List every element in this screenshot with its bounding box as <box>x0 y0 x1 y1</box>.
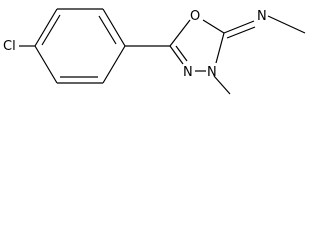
benzene-double-bond-2 <box>98 15 117 45</box>
molecular-structure: Cl O N N N <box>3 8 306 95</box>
bond-c2-n3 <box>215 32 225 64</box>
benzene-ring <box>34 8 126 84</box>
atom-label-ring-oxygen: O <box>190 9 200 24</box>
benzene-double-bond-1 <box>41 14 61 46</box>
bond-o1-c2 <box>202 19 225 34</box>
bond-n4-c5 <box>169 45 184 65</box>
benzene-bond-1 <box>34 8 58 47</box>
bond-c2-imine-n-double <box>226 26 256 39</box>
bond-n4-c5-double <box>175 45 188 62</box>
atom-label-imine-nitrogen: N <box>257 9 267 24</box>
bond-n3-methyl <box>213 75 231 95</box>
atom-label-chlorine: Cl <box>3 39 16 54</box>
benzene-bond-3 <box>102 8 126 47</box>
benzene-bond-6 <box>34 45 58 84</box>
bond-c5-o1 <box>169 19 191 47</box>
benzene-bond-4 <box>102 45 126 84</box>
oxadiazole-ring <box>169 19 225 72</box>
atom-label-ring-nitrogen-4: N <box>183 65 193 80</box>
bond-c2-imine-n <box>223 20 255 34</box>
bond-imine-n-methyl <box>267 15 306 34</box>
atom-label-ring-nitrogen-3: N <box>207 65 217 80</box>
